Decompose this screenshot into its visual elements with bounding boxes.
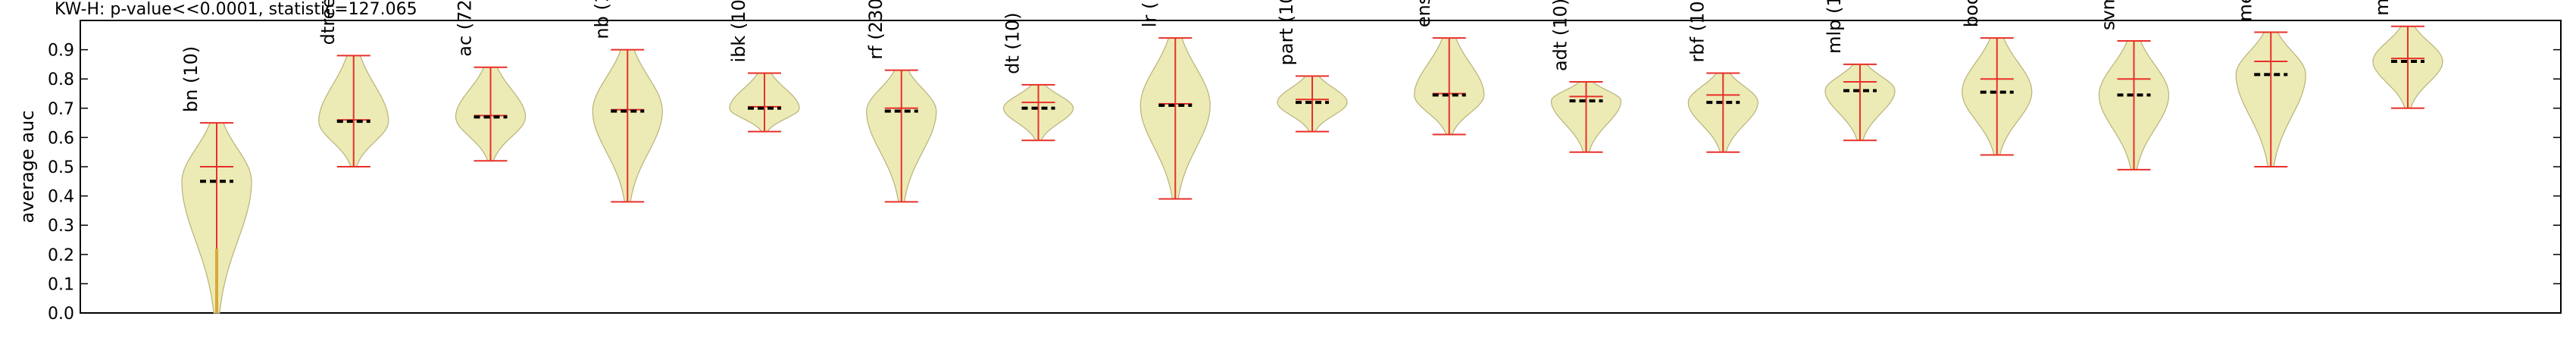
violin-group: ac (72) [455,0,527,162]
y-tick-label: 0.4 [48,188,74,207]
category-label: boosting svm (10) [1961,0,1982,27]
category-label: rf (230) [865,0,886,60]
y-tick-label: 0.7 [48,100,74,119]
y-axis: 0.0 0.1 0.2 0.3 0.4 0.5 0.6 0.7 0.8 0.9 [48,42,2561,324]
category-label: ibk (10) [728,0,749,62]
category-label: metalearner lr (10) [2234,0,2256,21]
category-label: dt (10) [1002,12,1024,74]
category-label: ac (72) [455,0,476,57]
violin-group: ibk (10) [728,0,800,133]
category-label: part (10) [1276,0,1297,65]
violin-group: rf (230) [865,0,937,203]
y-tick-label: 0.9 [48,42,74,61]
y-tick-label: 0.2 [48,246,74,265]
plot-frame [80,20,2562,314]
y-tick-label: 0.3 [48,217,74,236]
category-label: svm (10) [2098,0,2119,30]
y-tick-label: 0.1 [48,275,74,294]
violin-group: rbf (10) [1687,0,1758,153]
chart-title: KW-H: p-value<<0.0001, statistic=127.065 [55,0,417,19]
category-label: lr (142) [1139,0,1160,27]
category-label: bn (10) [180,46,202,112]
violin-group: metalearner lr (10) [2234,0,2306,167]
violin-group: ensemble lr (264) [1413,0,1485,136]
violins-layer: bn (10) dtree (10) ac (72) nb (103) ibk (10)… [180,0,2443,314]
violin-group: nb (103) [591,0,663,203]
violin-group: lr (142) [1139,0,1211,200]
violin-group: mlp (10) [1824,0,1896,142]
violin-group: svm (10) [2098,0,2170,170]
category-label: nb (103) [591,0,612,39]
violin-group: adt (10) [1550,0,1622,153]
violin-group: dt (10) [1002,12,1074,142]
category-label: rbf (10) [1687,0,1708,62]
violin-group: bn (10) [180,46,252,314]
category-label: dtree (10) [317,0,339,45]
category-label: metalearner bn (10) [2371,0,2393,16]
category-label: ensemble lr (264) [1413,0,1434,27]
violin-group: part (10) [1276,0,1348,133]
category-label: mlp (10) [1824,0,1845,54]
y-tick-label: 0.5 [48,158,74,177]
y-axis-label: average auc [17,111,38,224]
violin-group: metalearner bn (10) [2371,0,2443,109]
y-tick-label: 0.0 [48,305,74,324]
category-label: adt (10) [1550,0,1571,71]
y-tick-label: 0.8 [48,70,74,89]
violin-group: boosting svm (10) [1961,0,2033,156]
y-tick-label: 0.6 [48,129,74,148]
violin-group: dtree (10) [317,0,389,167]
